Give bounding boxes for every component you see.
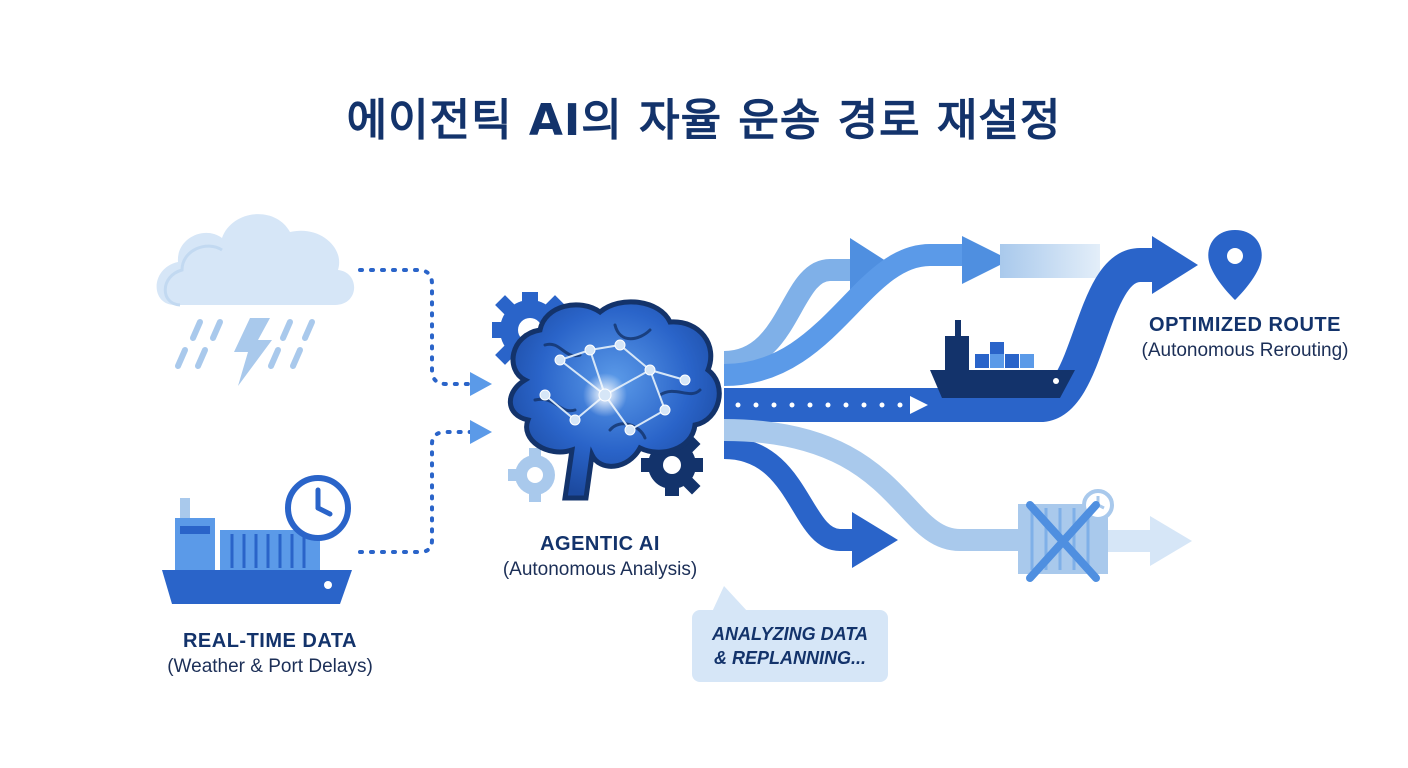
cargo-ship-icon [162,498,352,604]
status-bubble [692,610,888,682]
connector-weather [358,268,472,386]
output-node-subtitle: (Autonomous Rerouting) [1141,340,1349,361]
output-node-label: OPTIMIZED ROUTE (Autonomous Rerouting) [1090,314,1400,362]
x-mark-icon [1026,501,1100,582]
agent-node-subtitle: (Autonomous Analysis) [502,559,698,580]
route-option-lower-2 [723,419,1020,551]
input-node-heading: REAL-TIME DATA [182,630,357,652]
optimized-route [724,248,1160,422]
brain-network-icon [507,299,722,501]
cargo-ship-route-icon [930,320,1075,398]
output-node-heading: OPTIMIZED ROUTE [1149,314,1341,336]
route-option-lower-1 [723,437,860,551]
input-node-label: REAL-TIME DATA (Weather & Port Delays) [120,630,420,678]
bubble-tail [712,586,748,612]
route-option-1 [723,259,860,373]
agent-node-label: AGENTIC AI (Autonomous Analysis) [450,533,750,581]
route-option-2 [723,244,970,386]
agent-node-heading: AGENTIC AI [540,533,660,555]
route-option-faded [1000,244,1100,278]
page-title: 에이전틱 AI의 자율 운송 경로 재설정 [346,95,1062,146]
input-node-subtitle: (Weather & Port Delays) [167,656,373,677]
map-pin-icon [1208,230,1262,300]
gear-icon-small-left [508,448,555,502]
clock-icon [285,475,351,541]
connector-ship [358,430,472,554]
status-bubble-text: ANALYZING DATA & REPLANNING... [712,624,868,668]
storm-cloud-icon [156,214,355,386]
